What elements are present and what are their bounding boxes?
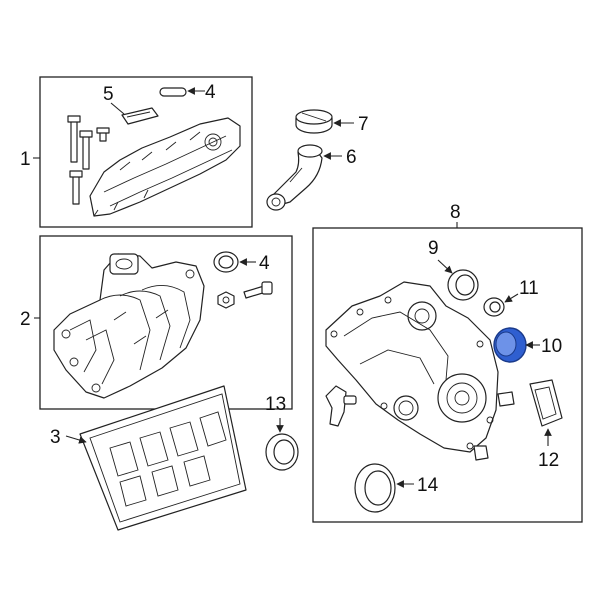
part-5-grommet (121, 107, 159, 125)
intake-manifold-group: 2 4 (20, 235, 293, 410)
callout-3: 3 (50, 427, 61, 448)
callout-7: 7 (358, 114, 369, 135)
part-13-seal: 13 (265, 394, 299, 471)
callout-4-middle: 4 (259, 253, 270, 274)
valve-cover-body (89, 117, 241, 217)
leader-11 (504, 293, 519, 303)
leader-9 (437, 259, 453, 274)
leader-3 (65, 435, 87, 444)
timing-cover-frame (312, 227, 583, 523)
manifold-fasteners (217, 281, 273, 309)
part-7-oil-cap (295, 109, 333, 134)
timing-cover-group: 8 (312, 202, 583, 523)
timing-cover-body (325, 281, 515, 461)
part-6-fill-tube (266, 144, 323, 211)
callout-10: 10 (541, 336, 562, 357)
part-3-manifold-gasket: 3 (50, 385, 247, 531)
callout-11: 11 (519, 278, 539, 299)
part-14-seal (354, 463, 396, 513)
callout-8: 8 (450, 202, 461, 223)
oil-fill-group: 7 6 (266, 109, 369, 211)
callout-4-top: 4 (205, 82, 216, 103)
part-9-seal (447, 269, 479, 301)
part-4-seal-top (159, 87, 187, 97)
callout-12: 12 (538, 450, 559, 471)
part-10-seal-inner (495, 331, 517, 357)
part-4-seal-middle (213, 251, 239, 273)
callout-5: 5 (103, 84, 114, 105)
valve-cover-bolts (67, 115, 110, 205)
valve-cover-group: 1 5 4 (20, 76, 253, 228)
part-11-seal (483, 297, 505, 317)
callout-6: 6 (346, 147, 357, 168)
valve-cover-frame (39, 76, 253, 228)
leader-5 (110, 102, 125, 115)
part-12-gasket (529, 379, 563, 427)
intake-manifold-body (53, 253, 205, 399)
callout-14: 14 (417, 475, 439, 496)
callout-9: 9 (428, 238, 439, 259)
callout-2: 2 (20, 309, 31, 330)
callout-1: 1 (20, 149, 31, 170)
callout-13: 13 (265, 394, 286, 415)
part-10-seal-highlighted (493, 327, 527, 363)
timing-sensor (325, 385, 357, 427)
